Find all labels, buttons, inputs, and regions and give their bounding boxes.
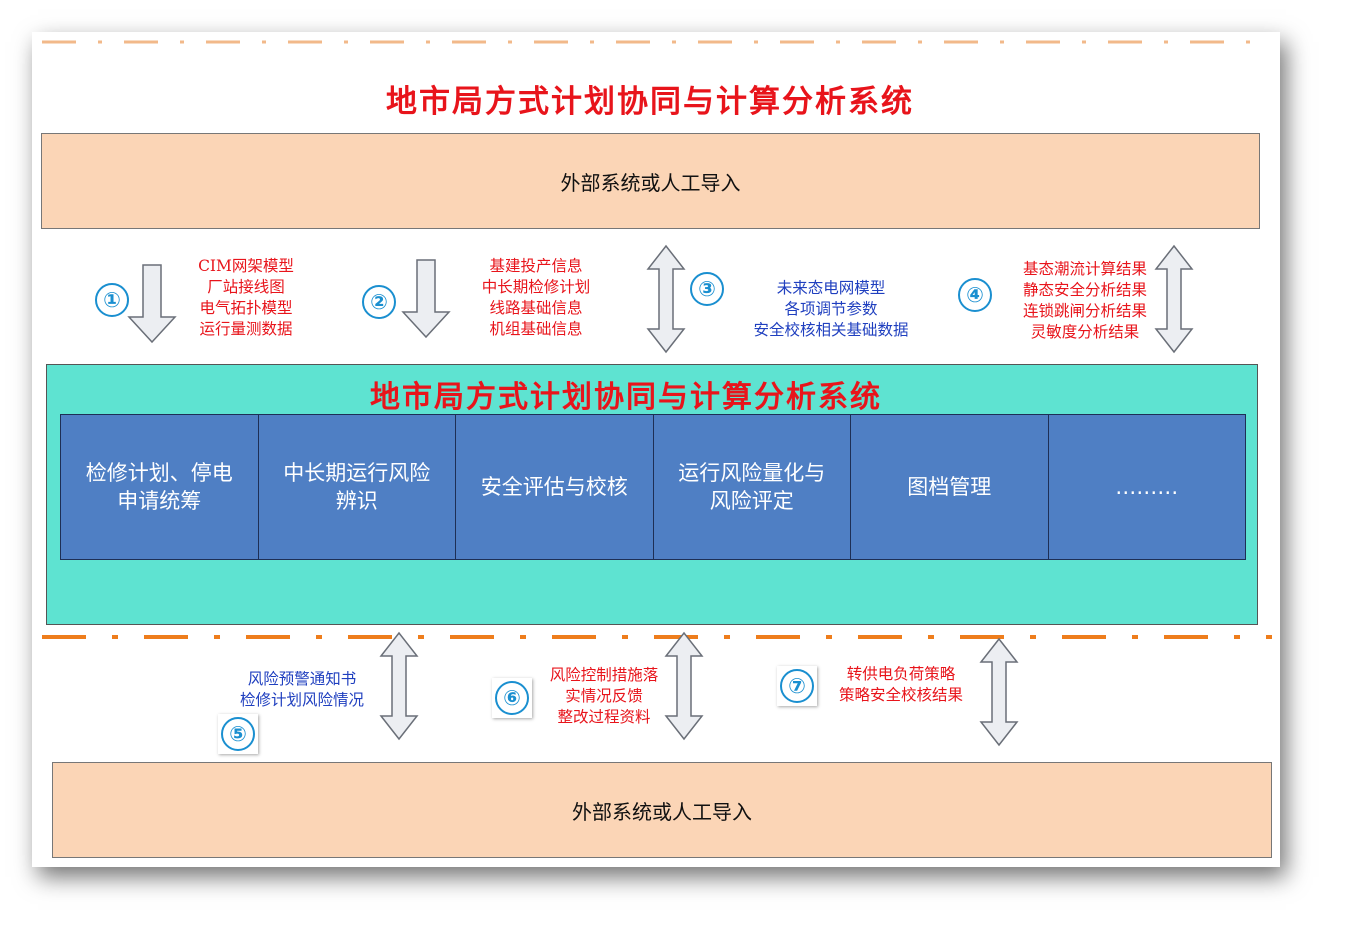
flow-3-label: 未来态电网模型 各项调节参数 安全校核相关基础数据: [753, 279, 909, 339]
flow-5-number: ⑤: [221, 717, 255, 751]
bottom-external-box: 外部系统或人工导入: [52, 762, 1272, 858]
flow-4-number: ④: [958, 278, 992, 312]
down-arrow-2: [401, 259, 451, 339]
flow-6-label: 风险控制措施落 实情况反馈 整改过程资料: [549, 666, 659, 726]
bidirectional-arrow-3: [646, 244, 686, 354]
bidirectional-arrow-4: [1154, 244, 1194, 354]
module-risk-quantification: 运行风险量化与 风险评定: [654, 415, 851, 559]
top-dashed-divider: [42, 40, 1272, 44]
module-row: 检修计划、停电 申请统筹 中长期运行风险 辨识 安全评估与校核 运行风险量化与 …: [60, 414, 1246, 560]
system-title: 地市局方式计划协同与计算分析系统: [370, 380, 882, 415]
bidirectional-arrow-5: [379, 631, 419, 741]
down-arrow-1: [127, 264, 177, 344]
module-archive-management: 图档管理: [851, 415, 1049, 559]
flow-7-badge: ⑦: [777, 666, 817, 706]
flow-2-label: 基建投产信息 中长期检修计划 线路基础信息 机组基础信息: [481, 257, 591, 338]
module-more: ………: [1115, 475, 1179, 499]
module-risk-identification: 中长期运行风险 辨识: [259, 415, 456, 559]
bottom-external-label: 外部系统或人工导入: [572, 799, 752, 824]
main-title: 地市局方式计划协同与计算分析系统: [386, 84, 914, 120]
bidirectional-arrow-7: [979, 637, 1019, 747]
flow-1-number: ①: [95, 283, 129, 317]
middle-dashed-divider: [42, 635, 1272, 639]
bidirectional-arrow-6: [664, 631, 704, 741]
flow-7-label: 转供电负荷策略 策略安全校核结果: [838, 665, 963, 704]
flow-4-label: 基态潮流计算结果 静态安全分析结果 连锁跳闸分析结果 灵敏度分析结果: [1022, 260, 1147, 341]
flow-2-number: ②: [362, 285, 396, 319]
flow-3-number: ③: [690, 272, 724, 306]
top-external-label: 外部系统或人工导入: [560, 170, 741, 195]
flow-6-number: ⑥: [495, 681, 529, 715]
flow-5-badge: ⑤: [218, 714, 258, 754]
top-external-box: 外部系统或人工导入: [41, 133, 1260, 229]
flow-5-label: 风险预警通知书 检修计划风险情况: [239, 670, 364, 709]
module-safety-assessment: 安全评估与校核: [456, 415, 654, 559]
flow-1-label: CIM网架模型 厂站接线图 电气拓扑模型 运行量测数据: [198, 257, 294, 338]
flow-7-number: ⑦: [780, 669, 814, 703]
flow-6-badge: ⑥: [492, 678, 532, 718]
module-maintenance-plan: 检修计划、停电 申请统筹: [61, 415, 259, 559]
